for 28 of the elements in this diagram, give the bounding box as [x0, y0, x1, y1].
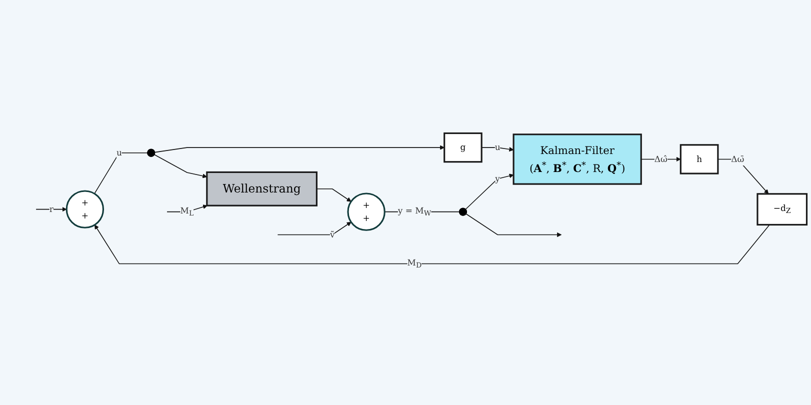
connector	[94, 152, 148, 194]
arrow	[465, 174, 514, 210]
node-box: g	[444, 132, 482, 163]
arrow	[36, 207, 67, 212]
edge-label: u	[494, 142, 500, 153]
edge-label: y = M$_{W}$	[398, 206, 432, 218]
edge-label: Δω̂	[654, 154, 668, 164]
edge-label: r	[49, 204, 54, 214]
arrow	[154, 145, 445, 153]
edge-label: Δω̄	[731, 154, 744, 164]
node-box: Wellenstrang	[206, 172, 318, 207]
edge-label: M$_{L}$	[180, 206, 194, 218]
arrow	[466, 214, 562, 238]
arrow	[94, 224, 770, 264]
edge-label: y	[495, 174, 500, 184]
edge-label: M$_{D}$	[407, 258, 422, 270]
arrow	[154, 154, 208, 178]
arrow	[481, 147, 514, 152]
node-circle: + +	[347, 192, 386, 232]
edge-label: u	[116, 148, 122, 158]
node-circle: + +	[66, 190, 104, 229]
edge-label: ṽ	[330, 230, 335, 240]
arrow	[316, 188, 352, 202]
arrow	[718, 159, 769, 194]
node-box: h	[680, 144, 719, 175]
arrow	[277, 222, 352, 236]
node-box: −d$_{Z}$	[756, 193, 808, 226]
node-box: Kalman-Filter (A$^{*}$, B$^{*}$, C$^{*}$, R, Q$^{*}$)	[512, 134, 642, 186]
